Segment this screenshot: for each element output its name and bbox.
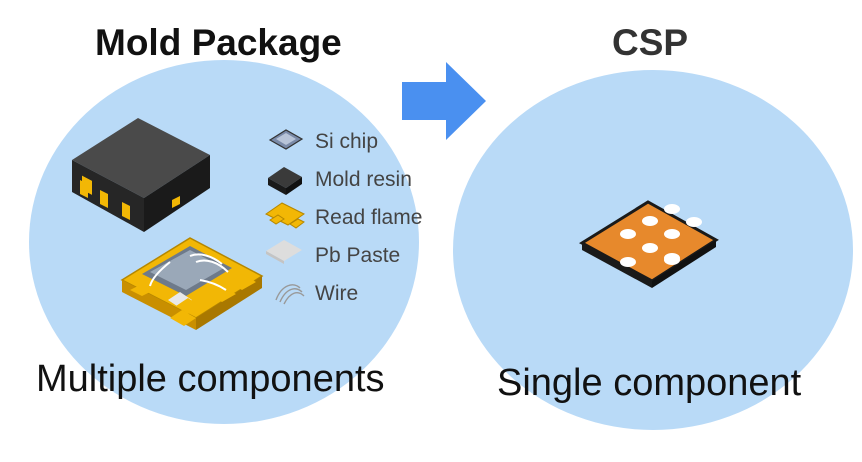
si-chip-icon bbox=[268, 129, 304, 150]
legend-label-si-chip: Si chip bbox=[315, 130, 379, 153]
csp-chip-illustration bbox=[579, 200, 719, 288]
legend-label-pb-paste: Pb Paste bbox=[315, 244, 401, 267]
left-panel-title: Mold Package bbox=[95, 22, 342, 63]
mold-package-illustration bbox=[72, 118, 210, 232]
legend-label-wire: Wire bbox=[315, 282, 359, 305]
read-flame-icon bbox=[265, 202, 305, 229]
pb-paste-icon bbox=[266, 240, 302, 264]
right-panel-title: CSP bbox=[612, 22, 689, 63]
right-arrow-icon bbox=[402, 62, 486, 140]
legend-label-mold-resin: Mold resin bbox=[315, 168, 412, 191]
mold-resin-icon bbox=[268, 167, 302, 195]
lead-frame-illustration bbox=[120, 237, 264, 330]
left-panel-caption: Multiple components bbox=[36, 358, 385, 400]
legend-label-read-flame: Read flame bbox=[315, 206, 423, 229]
right-panel-caption: Single component bbox=[497, 362, 802, 404]
wire-icon bbox=[275, 284, 305, 305]
